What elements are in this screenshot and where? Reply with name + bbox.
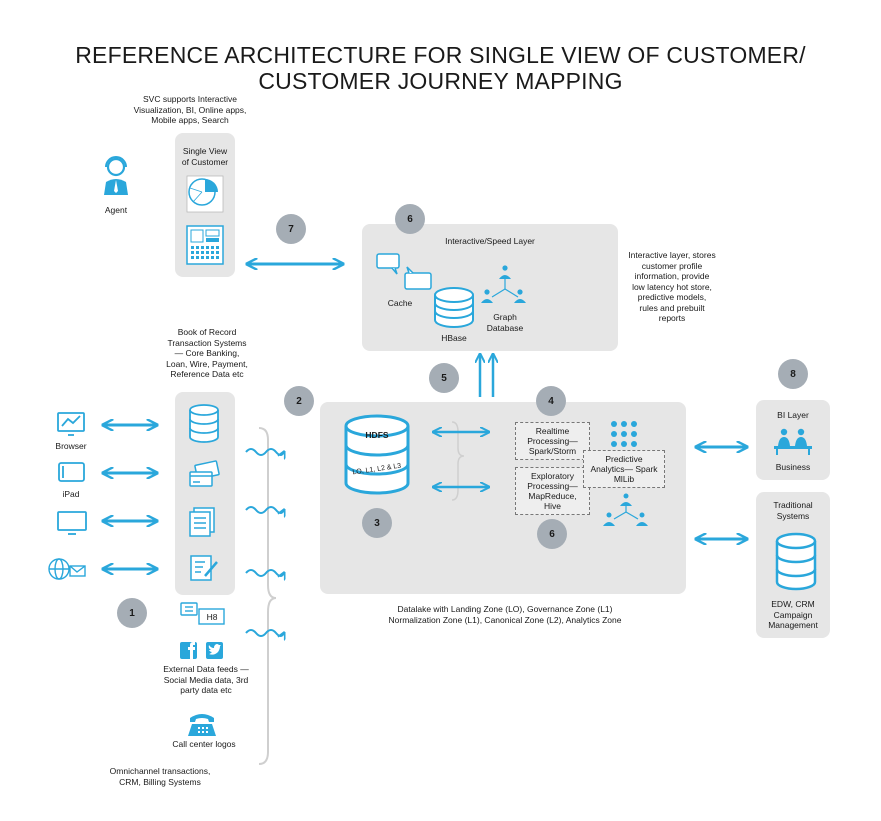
diagram-title-line2: CUSTOMER JOURNEY MAPPING (258, 68, 623, 94)
cache-label: Cache (387, 298, 413, 308)
diagram-title-line1: REFERENCE ARCHITECTURE FOR SINGLE VIEW O… (75, 42, 806, 68)
telephone-icon (188, 714, 216, 736)
omnichannel-label: Omnichannel transactions, CRM, Billing S… (109, 766, 211, 787)
source-systems-box (175, 392, 235, 595)
browser-icon (57, 412, 85, 436)
hbase-label: HBase (441, 333, 467, 343)
agent-icon (104, 156, 128, 195)
monitor-icon (57, 511, 87, 535)
browser-label: Browser (55, 441, 87, 451)
h8-label: H8 (206, 612, 218, 622)
bi-layer-title: BI Layer (777, 410, 809, 420)
badge-4: 4 (536, 386, 566, 416)
callcenter-label: Call center logos (172, 739, 236, 749)
graph-database-label: Graph Database (486, 312, 524, 333)
datalake-caption-line1: Datalake with Landing Zone (LO), Governa… (397, 604, 613, 614)
badge-1: 1 (117, 598, 147, 628)
external-feeds-label: External Data feeds — Social Media data,… (163, 664, 249, 695)
speed-layer-note: Interactive layer, stores customer profi… (628, 250, 716, 323)
datalake-caption-line2: Normalization Zone (L1), Canonical Zone … (388, 615, 622, 625)
svc-box-title: Single View of Customer (181, 146, 229, 167)
book-of-record-label: Book of Record Transaction Systems— Core… (166, 327, 248, 379)
realtime-processing-box: Realtime Processing— Spark/Storm (515, 422, 590, 460)
svc-note: SVC supports Interactive Visualization, … (133, 94, 247, 125)
bi-layer-box (756, 400, 830, 480)
badge-6-datalake: 6 (537, 519, 567, 549)
predictive-analytics-box: Predictive Analytics— Spark MlLib (583, 450, 665, 488)
ingest-arrows (245, 448, 284, 636)
badge-3: 3 (362, 508, 392, 538)
twitter-icon (206, 642, 223, 659)
badge-8: 8 (778, 359, 808, 389)
speed-layer-title: Interactive/Speed Layer (445, 236, 535, 246)
badge-7: 7 (276, 214, 306, 244)
badge-6-speed: 6 (395, 204, 425, 234)
ipad-icon (58, 462, 85, 482)
badge-2: 2 (284, 386, 314, 416)
edw-label: EDW, CRM Campaign Management (768, 599, 818, 630)
facebook-icon (180, 642, 197, 659)
traditional-systems-title: Traditional Systems (773, 500, 813, 521)
hdfs-label: HDFS (365, 430, 389, 440)
ipad-label: iPad (62, 489, 80, 499)
globe-mail-icon (48, 558, 86, 580)
agent-label: Agent (104, 205, 128, 215)
exploratory-processing-box: Exploratory Processing— MapReduce, Hive (515, 467, 590, 515)
badge-5: 5 (429, 363, 459, 393)
business-label: Business (775, 462, 811, 472)
